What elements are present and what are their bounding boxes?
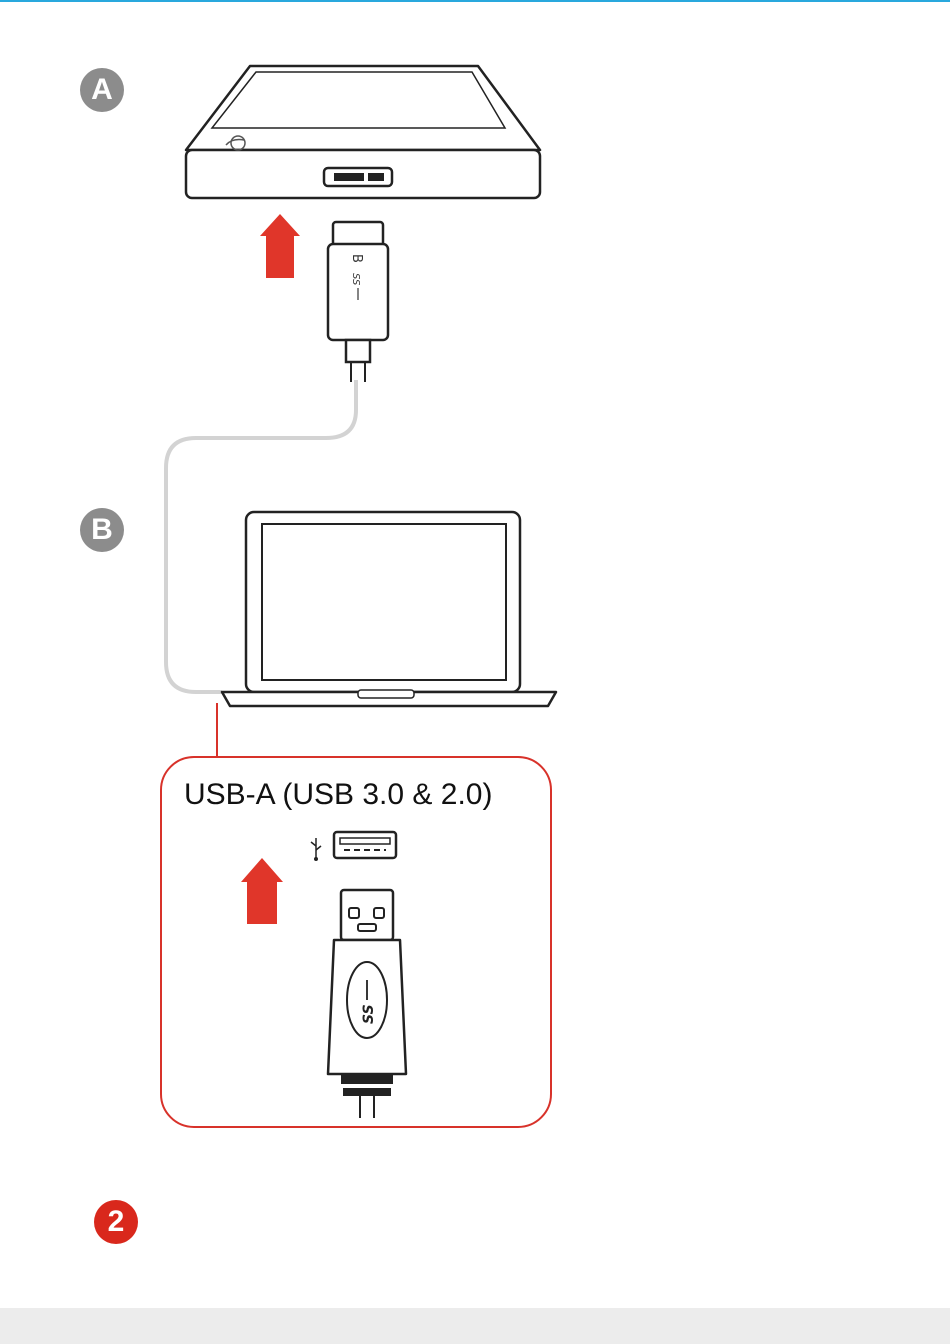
callout-connector-line	[216, 703, 218, 758]
port-callout-title: USB-A (USB 3.0 & 2.0)	[184, 778, 492, 812]
external-drive	[186, 66, 540, 198]
svg-text:SS: SS	[350, 273, 361, 286]
footer-band	[0, 1308, 950, 1344]
step-number-badge: 2	[94, 1200, 138, 1244]
micro-b-connector: B SS	[328, 222, 388, 382]
connector-label: B	[349, 254, 364, 263]
port-callout-panel: USB-A (USB 3.0 & 2.0)	[160, 756, 552, 1128]
laptop	[222, 512, 556, 706]
step-badge-b: B	[80, 508, 124, 552]
insert-arrow-drive	[260, 214, 300, 278]
step-badge-a: A	[80, 68, 124, 112]
